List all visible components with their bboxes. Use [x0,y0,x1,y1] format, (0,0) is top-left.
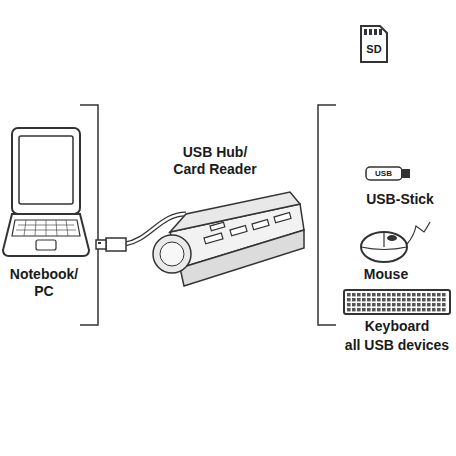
keyboard-icon [344,290,450,314]
laptop-icon [3,128,89,256]
left-bracket [80,105,98,325]
device-label: USB-Stick [350,191,450,208]
device-label: Mouse [341,266,431,283]
node-text: USB [375,169,392,178]
node-text: SD [366,43,381,55]
right-bracket [318,105,336,325]
usb-hub-illustration [96,192,304,286]
device-label: Keyboard [342,318,452,335]
sd-card-icon: SD [360,25,388,63]
device-label: Notebook/ PC [2,266,86,300]
brackets [80,105,336,325]
usb-stick-icon: USB [365,166,411,181]
hub-label: USB Hub/ Card Reader [165,144,265,178]
mouse-icon [361,222,430,262]
device-note: all USB devices [338,337,456,354]
